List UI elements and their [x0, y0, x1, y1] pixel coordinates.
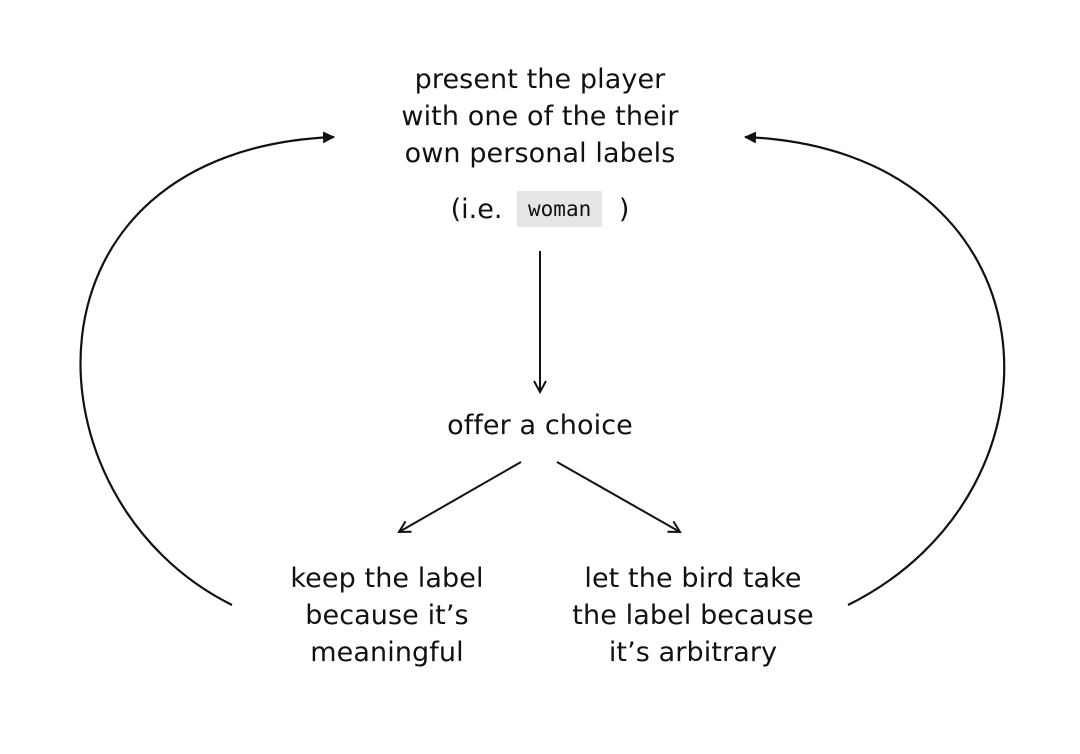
label-chip: woman	[517, 191, 603, 227]
prompt-node: present the player with one of the their…	[340, 61, 740, 172]
bird-line-2: the label because	[572, 600, 814, 631]
choice-node: offer a choice	[340, 407, 740, 444]
bird-line-1: let the bird take	[584, 563, 802, 594]
keep-option-node: keep the label because it’s meaningful	[262, 560, 512, 671]
bird-option-node: let the bird take the label because it’s…	[548, 560, 838, 671]
arrow-choice-to-keep	[399, 461, 522, 532]
prompt-line-3: own personal labels	[404, 138, 676, 169]
keep-line-1: keep the label	[290, 563, 484, 594]
example-suffix: )	[618, 194, 630, 225]
prompt-line-1: present the player	[414, 64, 666, 95]
loop-arrow-left	[79, 131, 335, 606]
choice-text: offer a choice	[447, 410, 633, 441]
keep-line-3: meaningful	[310, 637, 464, 668]
bird-line-3: it’s arbitrary	[608, 637, 778, 668]
prompt-line-2: with one of the their	[401, 101, 679, 132]
arrow-choice-to-bird	[556, 461, 680, 532]
example-line: (i.e. woman )	[340, 190, 740, 230]
example-prefix: (i.e.	[450, 194, 503, 225]
loop-arrow-right	[744, 131, 1006, 606]
keep-line-2: because it’s	[305, 600, 469, 631]
